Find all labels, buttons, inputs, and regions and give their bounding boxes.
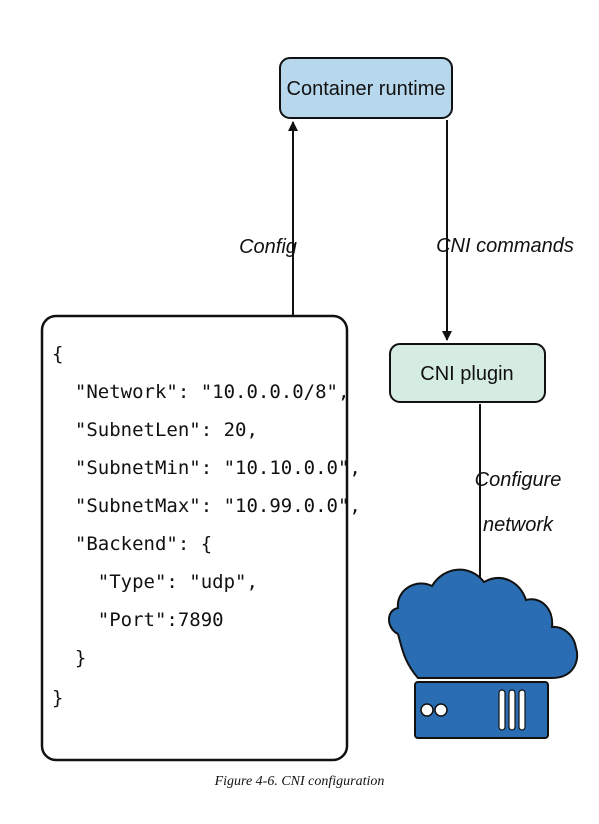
code-line: { (52, 343, 63, 365)
code-line: "Type": "udp", (52, 571, 258, 593)
cloud-icon (388, 568, 579, 679)
code-line: } (52, 647, 86, 669)
server-light-icon (420, 703, 434, 717)
code-line: "SubnetMax": "10.99.0.0", (52, 495, 361, 517)
configure-network-label-line1: Configure (475, 469, 562, 491)
server-light-icon (434, 703, 448, 717)
figure-caption: Figure 4-6. CNI configuration (214, 774, 385, 789)
server-slot-icon (498, 689, 506, 731)
cni-commands-label: CNI commands (436, 235, 574, 257)
cni-plugin-box (389, 343, 546, 403)
config-code-border (40, 314, 349, 762)
config-label: Config (239, 236, 297, 258)
cni-plugin-label: CNI plugin (420, 363, 513, 385)
code-line: "Backend": { (52, 533, 212, 555)
configure-network-label-line2: network (483, 514, 554, 536)
code-line: "Port":7890 (52, 609, 224, 631)
container-runtime-label: Container runtime (287, 78, 446, 100)
cloud-server-icon (388, 568, 579, 739)
server-slot-icon (508, 689, 516, 731)
code-line: "SubnetLen": 20, (52, 419, 258, 441)
code-line: } (52, 687, 63, 709)
code-line: "Network": "10.0.0.0/8", (52, 381, 349, 403)
cni-plugin-node: CNI plugin (389, 343, 546, 403)
server-slot-icon (518, 689, 526, 731)
container-runtime-box (279, 57, 453, 119)
code-line: "SubnetMin": "10.10.0.0", (52, 457, 361, 479)
config-code-box: { "Network": "10.0.0.0/8", "SubnetLen": … (40, 314, 361, 762)
container-runtime-node: Container runtime (279, 57, 453, 119)
